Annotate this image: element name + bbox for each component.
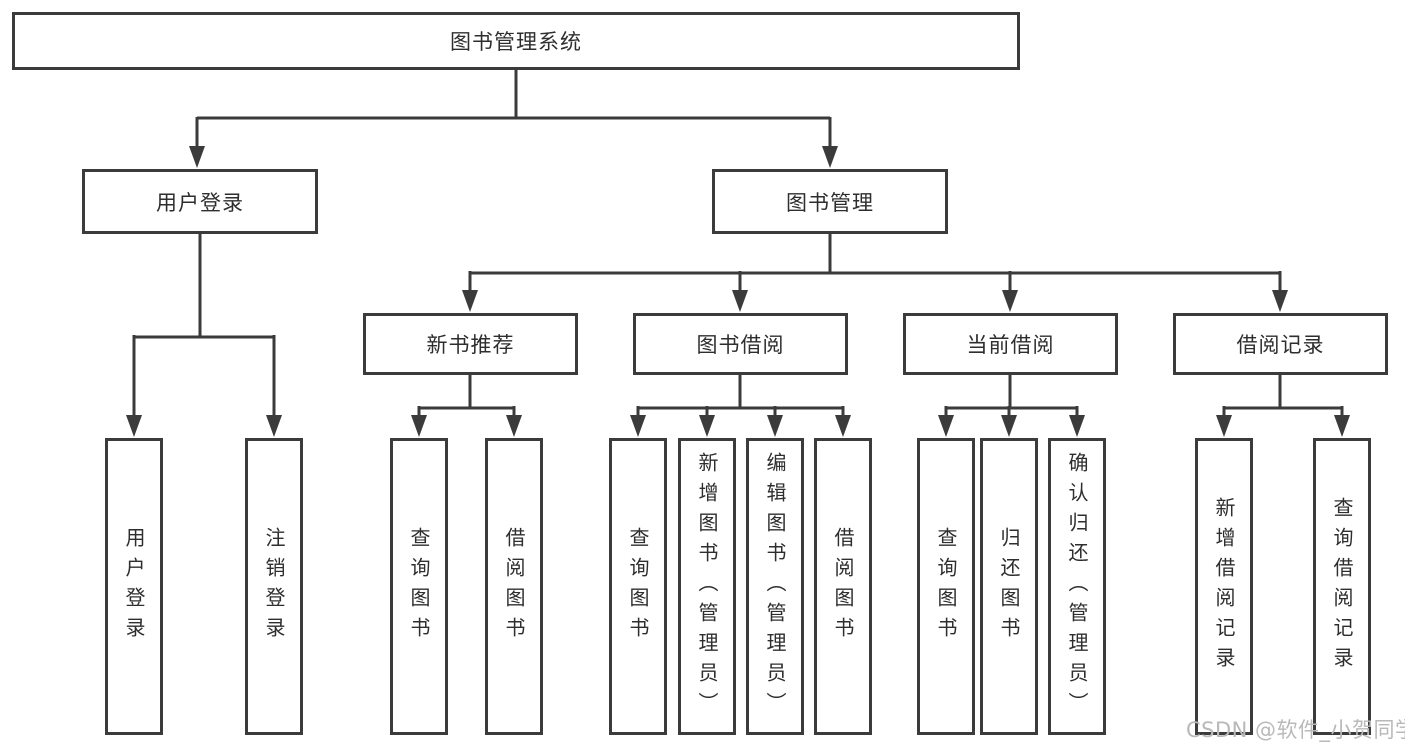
leaf-return-books: 归还图书: [980, 438, 1038, 735]
leaf-query-borrow-record: 查询借阅记录: [1313, 438, 1371, 735]
root-node-system-title: 图书管理系统: [12, 12, 1020, 70]
leaf-label: 新增借阅记录: [1212, 496, 1236, 677]
leaf-label: 查询图书: [407, 526, 431, 647]
node-new-book-recommendation: 新书推荐: [363, 313, 578, 375]
leaf-edit-books-admin: 编辑图书（管理员）: [746, 438, 804, 735]
leaf-query-books-recommend: 查询图书: [390, 438, 448, 735]
leaf-label: 新增图书（管理员）: [695, 451, 719, 722]
leaf-query-books-current: 查询图书: [917, 438, 975, 735]
leaf-logout: 注销登录: [245, 438, 303, 735]
leaf-label: 查询图书: [934, 526, 958, 647]
leaf-label: 归还图书: [997, 526, 1021, 647]
leaf-query-books-borrow: 查询图书: [609, 438, 667, 735]
leaf-label: 借阅图书: [831, 526, 855, 647]
leaf-label: 注销登录: [262, 526, 286, 647]
node-borrowing-records: 借阅记录: [1173, 313, 1388, 375]
leaf-borrow-books: 借阅图书: [814, 438, 872, 735]
leaf-label: 用户登录: [122, 526, 146, 647]
leaf-label: 查询借阅记录: [1330, 496, 1354, 677]
leaf-label: 借阅图书: [502, 526, 526, 647]
node-book-management: 图书管理: [712, 169, 948, 234]
leaf-label: 确认归还（管理员）: [1065, 451, 1089, 722]
csdn-watermark: CSDN @软件_小贺同学: [1186, 718, 1405, 742]
leaf-add-books-admin: 新增图书（管理员）: [678, 438, 736, 735]
leaf-confirm-return-admin: 确认归还（管理员）: [1048, 438, 1106, 735]
leaf-user-login: 用户登录: [105, 438, 163, 735]
node-user-login: 用户登录: [82, 169, 318, 234]
leaf-borrow-books-recommend: 借阅图书: [485, 438, 543, 735]
leaf-add-borrow-record: 新增借阅记录: [1195, 438, 1253, 735]
node-book-borrowing: 图书借阅: [633, 313, 848, 375]
leaf-label: 编辑图书（管理员）: [763, 451, 787, 722]
leaf-label: 查询图书: [626, 526, 650, 647]
node-current-borrowing: 当前借阅: [903, 313, 1118, 375]
